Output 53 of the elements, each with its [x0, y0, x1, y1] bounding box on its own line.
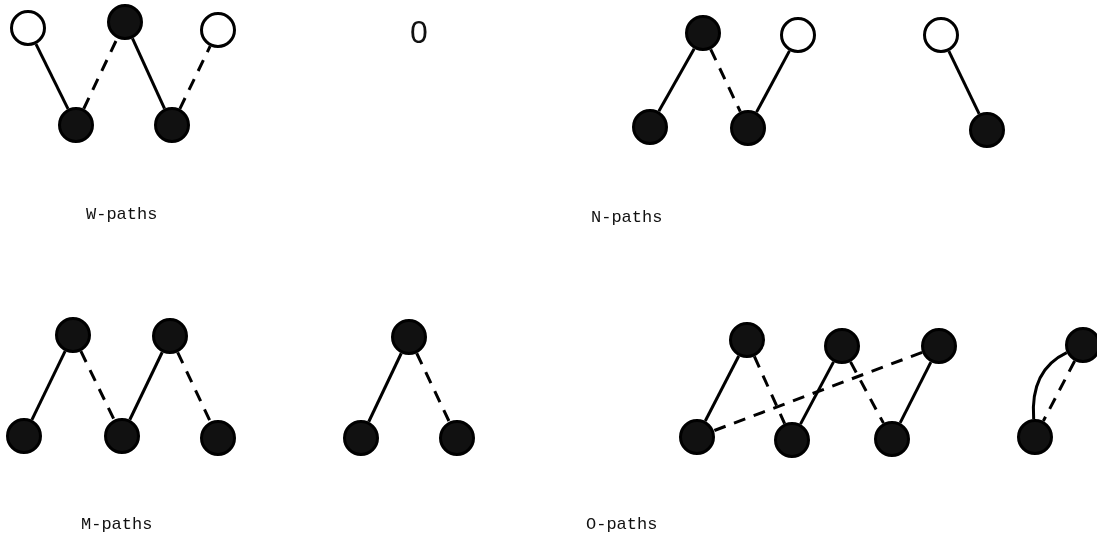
caption: O-paths [586, 515, 658, 534]
filled-vertex-circle [1065, 327, 1097, 363]
filled-vertex-circle [200, 420, 236, 456]
edge-line [799, 361, 835, 425]
dashed-edge-line [176, 351, 212, 423]
edge-line [755, 50, 791, 113]
open-vertex-circle [780, 17, 816, 53]
edge-line [703, 355, 741, 422]
open-vertex-circle [923, 17, 959, 53]
filled-vertex-circle [921, 328, 957, 364]
filled-vertex-circle [730, 110, 766, 146]
edge-line [367, 352, 403, 423]
edge-line [131, 37, 166, 110]
filled-vertex-circle [58, 107, 94, 143]
open-vertex-circle [200, 12, 236, 48]
dashed-edge-line [1042, 360, 1076, 422]
dashed-edge-line [709, 48, 742, 113]
caption: N-paths [591, 208, 663, 227]
edge-line [34, 43, 70, 110]
filled-vertex-circle [55, 317, 91, 353]
dashed-edge-line [178, 45, 212, 110]
filled-vertex-circle [1017, 419, 1053, 455]
filled-vertex-circle [874, 421, 910, 457]
filled-vertex-circle [774, 422, 810, 458]
caption: M-paths [81, 515, 153, 534]
filled-vertex-circle [107, 4, 143, 40]
filled-vertex-circle [152, 318, 188, 354]
edge-line [657, 47, 696, 113]
dashed-edge-line [713, 350, 923, 433]
filled-vertex-circle [824, 328, 860, 364]
filled-vertex-circle [729, 322, 765, 358]
dashed-edge-line [753, 355, 786, 425]
digit-label: 0 [410, 14, 428, 51]
filled-vertex-circle [439, 420, 475, 456]
dashed-edge-line [415, 352, 451, 423]
edge-line [128, 351, 164, 421]
filled-vertex-circle [154, 107, 190, 143]
filled-vertex-circle [104, 418, 140, 454]
dashed-edge-line [79, 350, 116, 421]
filled-vertex-circle [969, 112, 1005, 148]
edge-line [947, 50, 981, 115]
filled-vertex-circle [632, 109, 668, 145]
edge-line [898, 361, 933, 424]
filled-vertex-circle [391, 319, 427, 355]
edge-line [1031, 351, 1068, 420]
dashed-edge-line [849, 361, 885, 424]
open-vertex-circle [10, 10, 46, 46]
filled-vertex-circle [6, 418, 42, 454]
edge-line [30, 350, 67, 421]
filled-vertex-circle [679, 419, 715, 455]
filled-vertex-circle [343, 420, 379, 456]
filled-vertex-circle [685, 15, 721, 51]
caption: W-paths [86, 205, 158, 224]
